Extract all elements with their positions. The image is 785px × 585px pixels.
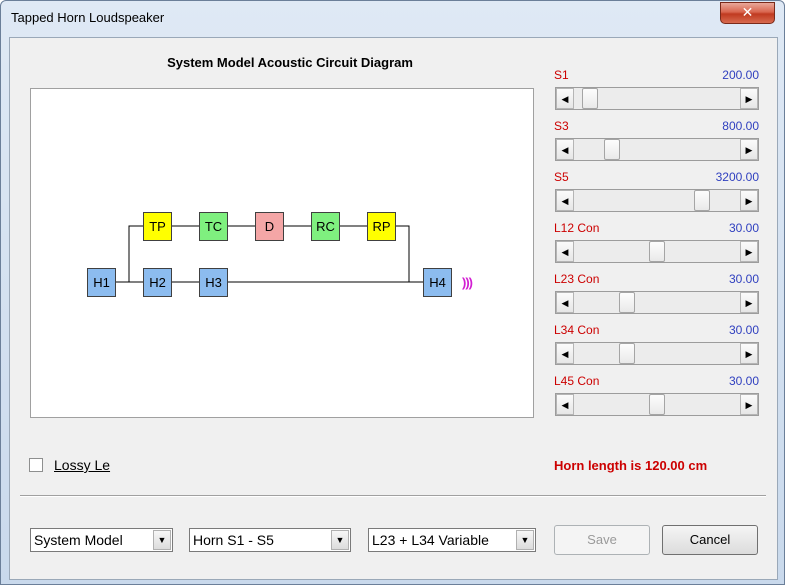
arrow-right-icon[interactable]: ▶	[740, 394, 758, 415]
node-rc: RC	[311, 212, 340, 241]
close-icon: ✕	[741, 4, 754, 20]
scrollbar-track[interactable]	[574, 241, 740, 262]
param-value: 30.00	[728, 323, 759, 337]
arrow-left-icon[interactable]: ◀	[556, 343, 574, 364]
dialog-client-area: System Model Acoustic Circuit Diagram	[9, 37, 778, 580]
param-label: S1	[554, 68, 569, 82]
arrow-right-icon[interactable]: ▶	[740, 88, 758, 109]
sound-waves-icon: )))	[462, 275, 473, 290]
param-scrollbar[interactable]: ◀▶	[555, 138, 759, 161]
window-title: Tapped Horn Loudspeaker	[11, 10, 165, 25]
scrollbar-track[interactable]	[574, 139, 740, 160]
model-select[interactable]: System Model ▼	[30, 528, 173, 552]
circuit-diagram: H1 H2 H3 H4 TP TC D RC RP )))	[30, 88, 534, 418]
param-value: 30.00	[728, 221, 759, 235]
arrow-left-icon[interactable]: ◀	[556, 139, 574, 160]
diagram-title: System Model Acoustic Circuit Diagram	[167, 55, 413, 70]
param-value: 200.00	[722, 68, 759, 82]
lossy-le-label-text: Lossy Le	[54, 457, 111, 473]
arrow-right-icon[interactable]: ▶	[740, 343, 758, 364]
horn-length-status: Horn length is 120.00 cm	[554, 458, 708, 473]
save-button[interactable]: Save	[554, 525, 650, 555]
param-label: S3	[554, 119, 569, 133]
node-tc: TC	[199, 212, 228, 241]
scrollbar-thumb[interactable]	[649, 241, 665, 262]
node-h2: H2	[143, 268, 172, 297]
scrollbar-thumb[interactable]	[604, 139, 620, 160]
param-value: 3200.00	[715, 170, 759, 184]
footer-separator	[20, 495, 766, 497]
arrow-right-icon[interactable]: ▶	[740, 139, 758, 160]
scrollbar-thumb[interactable]	[582, 88, 598, 109]
scrollbar-track[interactable]	[574, 292, 740, 313]
arrow-left-icon[interactable]: ◀	[556, 88, 574, 109]
scrollbar-track[interactable]	[574, 88, 740, 109]
circuit-wires	[115, 225, 425, 283]
param-label: L34 Con	[554, 323, 600, 337]
param-scrollbar[interactable]: ◀▶	[555, 393, 759, 416]
param-value: 800.00	[722, 119, 759, 133]
cancel-button[interactable]: Cancel	[662, 525, 758, 555]
arrow-right-icon[interactable]: ▶	[740, 241, 758, 262]
node-h1: H1	[87, 268, 116, 297]
scrollbar-thumb[interactable]	[619, 292, 635, 313]
lossy-le-label[interactable]: Lossy Le	[54, 457, 110, 473]
param-label: S5	[554, 170, 569, 184]
wire-tap-right	[396, 225, 410, 282]
param-scrollbar[interactable]: ◀▶	[555, 87, 759, 110]
arrow-left-icon[interactable]: ◀	[556, 190, 574, 211]
arrow-left-icon[interactable]: ◀	[556, 241, 574, 262]
param-value: 30.00	[728, 374, 759, 388]
param-scrollbar[interactable]: ◀▶	[555, 342, 759, 365]
lossy-le-option[interactable]: Lossy Le	[29, 457, 110, 473]
lossy-le-checkbox[interactable]	[29, 458, 43, 472]
param-label: L23 Con	[554, 272, 600, 286]
variable-select-value: L23 + L34 Variable	[372, 532, 489, 548]
horn-select[interactable]: Horn S1 - S5 ▼	[189, 528, 351, 552]
chevron-down-icon[interactable]: ▼	[153, 530, 171, 550]
scrollbar-track[interactable]	[574, 394, 740, 415]
node-d: D	[255, 212, 284, 241]
variable-select[interactable]: L23 + L34 Variable ▼	[368, 528, 536, 552]
param-label: L12 Con	[554, 221, 600, 235]
scrollbar-thumb[interactable]	[649, 394, 665, 415]
arrow-right-icon[interactable]: ▶	[740, 190, 758, 211]
node-rp: RP	[367, 212, 396, 241]
node-h3: H3	[199, 268, 228, 297]
chevron-down-icon[interactable]: ▼	[516, 530, 534, 550]
param-scrollbar[interactable]: ◀▶	[555, 189, 759, 212]
node-tp: TP	[143, 212, 172, 241]
title-bar[interactable]: Tapped Horn Loudspeaker ✕	[1, 1, 784, 37]
param-label: L45 Con	[554, 374, 600, 388]
param-scrollbar[interactable]: ◀▶	[555, 240, 759, 263]
close-button[interactable]: ✕	[720, 2, 775, 24]
arrow-right-icon[interactable]: ▶	[740, 292, 758, 313]
scrollbar-thumb[interactable]	[619, 343, 635, 364]
model-select-value: System Model	[34, 532, 123, 548]
node-h4: H4	[423, 268, 452, 297]
param-scrollbar[interactable]: ◀▶	[555, 291, 759, 314]
horn-select-value: Horn S1 - S5	[193, 532, 274, 548]
scrollbar-track[interactable]	[574, 343, 740, 364]
wire-tap-left	[128, 225, 144, 282]
chevron-down-icon[interactable]: ▼	[331, 530, 349, 550]
arrow-left-icon[interactable]: ◀	[556, 292, 574, 313]
arrow-left-icon[interactable]: ◀	[556, 394, 574, 415]
scrollbar-track[interactable]	[574, 190, 740, 211]
scrollbar-thumb[interactable]	[694, 190, 710, 211]
param-value: 30.00	[728, 272, 759, 286]
